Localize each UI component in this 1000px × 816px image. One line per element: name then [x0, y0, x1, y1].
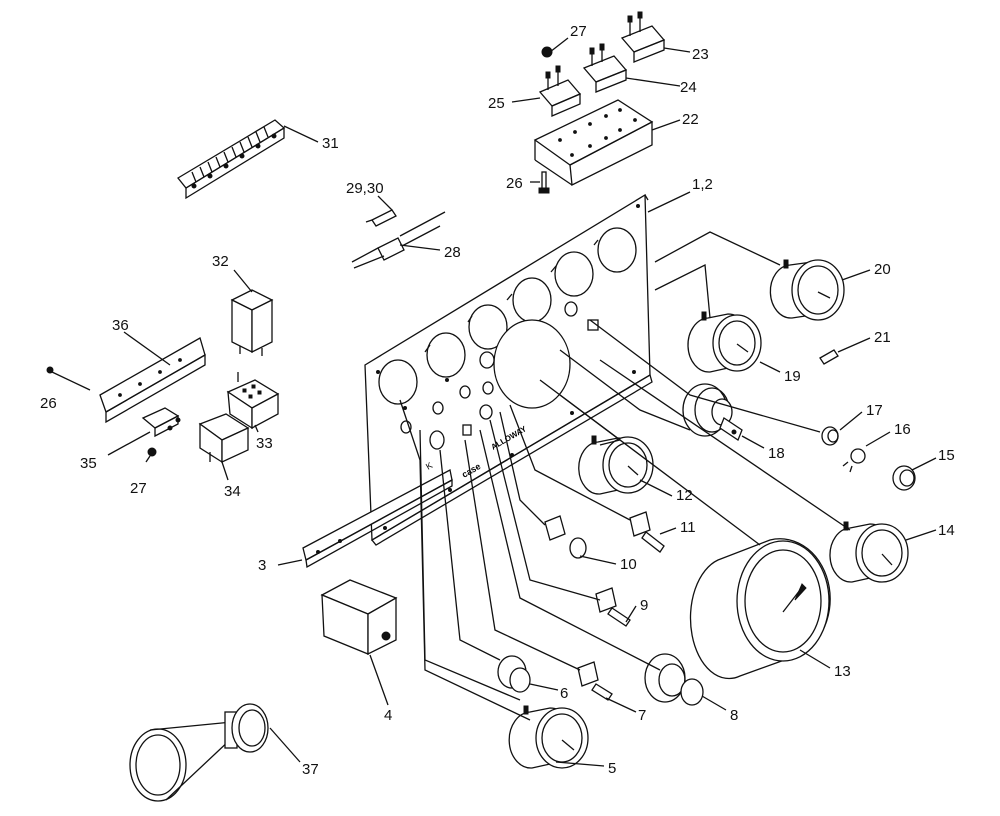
callout-21: 21	[874, 329, 891, 346]
relay-24	[582, 43, 628, 93]
ignition-switch-18	[682, 383, 743, 441]
gauge-20	[769, 259, 845, 321]
callout-24: 24	[680, 79, 697, 96]
instrument-panel: K case ALLOWAY	[364, 193, 653, 546]
callout-11: 11	[680, 519, 696, 536]
toggle-switch-9	[595, 587, 631, 627]
callout-17: 17	[866, 402, 883, 419]
callout-27-upper: 27	[570, 23, 587, 40]
terminal-strip	[177, 119, 286, 200]
relay-34	[198, 413, 250, 464]
callout-1-2: 1,2	[692, 176, 713, 193]
callout-23: 23	[692, 46, 709, 63]
callout-6: 6	[560, 685, 568, 702]
callout-14: 14	[938, 522, 955, 539]
callout-3: 3	[258, 557, 266, 574]
callout-37: 37	[302, 761, 319, 778]
push-switch-6	[497, 655, 531, 693]
nut-27-lower	[147, 447, 157, 457]
callout-20: 20	[874, 261, 891, 278]
callout-16: 16	[894, 421, 911, 438]
callout-31: 31	[322, 135, 339, 152]
fuse	[365, 209, 397, 227]
relay-32	[230, 289, 274, 356]
callout-35: 35	[80, 455, 97, 472]
lamp-socket-17	[821, 426, 839, 446]
callout-12: 12	[676, 487, 693, 504]
relay-25	[538, 65, 582, 117]
callout-26-upper: 26	[506, 175, 523, 192]
callout-27-lower: 27	[130, 480, 147, 497]
callout-18: 18	[768, 445, 785, 462]
gauge-19	[687, 311, 762, 373]
callout-28: 28	[444, 244, 461, 261]
buzzer-box-4	[320, 579, 398, 656]
relay-bracket-36	[99, 337, 206, 424]
relay-33	[226, 372, 280, 430]
gauge-14	[829, 521, 909, 583]
callout-22: 22	[682, 111, 699, 128]
nut-27-upper	[541, 46, 553, 58]
rotary-control-8	[644, 653, 704, 706]
screw-26-left	[46, 366, 91, 391]
callout-8: 8	[730, 707, 738, 724]
callout-7: 7	[638, 707, 646, 724]
callout-10: 10	[620, 556, 637, 573]
flasher-35	[141, 407, 181, 438]
callout-32: 32	[212, 253, 229, 270]
bulb-21	[819, 349, 839, 365]
svg-text:K: K	[424, 460, 434, 472]
callout-34: 34	[224, 483, 241, 500]
gauge-5	[508, 705, 589, 769]
callout-15: 15	[938, 447, 955, 464]
callout-19: 19	[784, 368, 801, 385]
gauge-13-large	[689, 538, 831, 680]
toggle-switch-7	[577, 661, 613, 701]
screw-26-upper	[538, 171, 550, 194]
callout-5: 5	[608, 760, 616, 777]
mounting-strip	[302, 469, 453, 569]
fuse-holder	[351, 211, 446, 269]
gauge-12	[578, 435, 654, 495]
relay-23	[620, 11, 666, 63]
callout-36: 36	[112, 317, 129, 334]
callout-13: 13	[834, 663, 851, 680]
lamp-bulb-16	[842, 448, 866, 473]
toggle-switch-10	[544, 515, 587, 559]
callout-33: 33	[256, 435, 273, 452]
callout-labels: 1,2 3 4 5 6 7 8 9 10 11 12 13 14 15 16 1…	[40, 23, 955, 778]
callout-25: 25	[488, 95, 505, 112]
callout-29-30: 29,30	[346, 180, 384, 197]
leader-lines	[107, 37, 937, 767]
relay-bracket-22	[533, 99, 654, 187]
horn-37	[129, 703, 269, 802]
toggle-switch-11	[629, 511, 665, 553]
callout-26-left: 26	[40, 395, 57, 412]
callout-4: 4	[384, 707, 392, 724]
lamp-lens-15	[892, 465, 916, 491]
callout-9: 9	[640, 597, 648, 614]
